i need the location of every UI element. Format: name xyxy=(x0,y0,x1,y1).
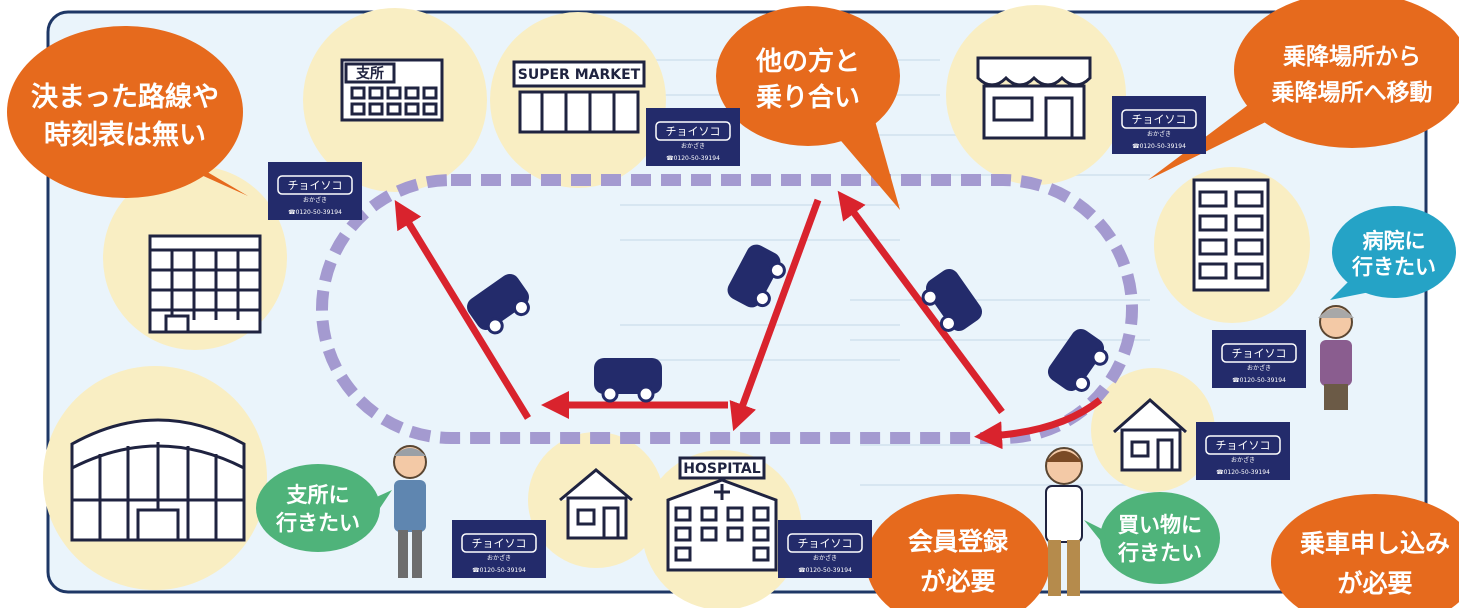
stop-card-7-brand: チョイソコ xyxy=(798,537,853,550)
van-icon-2 xyxy=(594,358,662,403)
stop-card-5: チョイソコ おかざき ☎0120-50-39194 xyxy=(1196,422,1290,480)
callout-share-ride-line1: 他の方と xyxy=(755,46,860,77)
stop-card-3-phone: ☎0120-50-39194 xyxy=(1132,143,1186,150)
house-icon-bottom xyxy=(559,468,633,540)
young-man-figure xyxy=(1045,447,1083,596)
hospital-building-icon xyxy=(666,456,778,572)
branch-office-building-icon xyxy=(340,58,444,122)
callout-stop-line1: 乗降場所から xyxy=(1283,44,1421,70)
route-loop xyxy=(316,174,1138,444)
stop-card-7-phone: ☎0120-50-39194 xyxy=(798,567,852,574)
callout-stop-to-stop: 乗降場所から 乗降場所へ移動 xyxy=(1234,0,1459,148)
stop-card-1-sub: おかざき xyxy=(303,196,327,204)
stop-card-3: チョイソコ おかざき ☎0120-50-39194 xyxy=(1112,96,1206,154)
callout-no-route-line1: 決まった路線や xyxy=(31,81,219,113)
stop-card-6-brand: チョイソコ xyxy=(472,537,527,550)
stop-card-4-brand: チョイソコ xyxy=(1232,347,1287,360)
stop-card-2-sub: おかざき xyxy=(681,142,705,150)
house-icon-right xyxy=(1113,397,1187,472)
speech-shopping-line1: 買い物に xyxy=(1118,513,1202,537)
stop-card-5-sub: おかざき xyxy=(1231,456,1255,464)
callout-stop-line2: 乗降場所へ移動 xyxy=(1272,80,1433,106)
office-building-icon xyxy=(148,234,262,334)
callout-membership: 会員登録 が必要 xyxy=(866,494,1050,608)
stop-card-3-brand: チョイソコ xyxy=(1132,113,1187,126)
callout-share-ride: 他の方と 乗り合い xyxy=(716,6,900,146)
speech-branch-line1: 支所に xyxy=(287,483,350,507)
elderly-man-figure xyxy=(393,445,427,578)
supermarket-sign: SUPER MARKET xyxy=(518,67,641,83)
stop-card-1-phone: ☎0120-50-39194 xyxy=(288,209,342,216)
callout-membership-line1: 会員登録 xyxy=(908,527,1009,556)
stop-card-1-brand: チョイソコ xyxy=(288,179,343,192)
stop-card-6-sub: おかざき xyxy=(487,554,511,562)
speech-branch: 支所に 行きたい xyxy=(256,464,392,552)
stop-card-4: チョイソコ おかざき ☎0120-50-39194 xyxy=(1212,330,1306,388)
callout-membership-line2: が必要 xyxy=(920,567,995,596)
branch-office-sign: 支所 xyxy=(355,65,384,82)
speech-hospital: 病院に 行きたい xyxy=(1330,206,1456,300)
civic-hall-building-icon xyxy=(70,418,246,542)
stop-card-7-sub: おかざき xyxy=(813,554,837,562)
route-arrows xyxy=(394,190,1103,450)
van-icon-4 xyxy=(921,269,983,332)
speech-hospital-line2: 行きたい xyxy=(1351,255,1436,279)
supermarket-building-icon xyxy=(512,60,646,134)
elderly-woman-figure xyxy=(1318,305,1354,410)
speech-branch-line2: 行きたい xyxy=(275,511,360,535)
stop-card-2: チョイソコ おかざき ☎0120-50-39194 xyxy=(646,108,740,166)
callout-no-route-line2: 時刻表は無い xyxy=(44,119,206,151)
van-icon-1 xyxy=(467,273,530,335)
speech-hospital-line1: 病院に xyxy=(1363,229,1426,253)
apartment-building-icon xyxy=(1192,178,1270,292)
stop-card-1: チョイソコ おかざき ☎0120-50-39194 xyxy=(268,162,362,220)
stop-card-3-sub: おかざき xyxy=(1147,130,1171,138)
stop-card-5-phone: ☎0120-50-39194 xyxy=(1216,469,1270,476)
stop-card-2-phone: ☎0120-50-39194 xyxy=(666,155,720,162)
van-icon-3 xyxy=(727,244,786,308)
callout-reservation-line1: 乗車申し込み xyxy=(1300,529,1450,558)
speech-shopping-line2: 行きたい xyxy=(1117,541,1202,565)
shop-building-icon xyxy=(976,56,1092,140)
stop-card-7: チョイソコ おかざき ☎0120-50-39194 xyxy=(778,520,872,578)
callout-share-ride-line2: 乗り合い xyxy=(756,82,860,113)
callout-no-route: 決まった路線や 時刻表は無い xyxy=(7,26,243,198)
stop-card-2-brand: チョイソコ xyxy=(666,125,721,138)
stop-card-5-brand: チョイソコ xyxy=(1216,439,1271,452)
stop-card-4-sub: おかざき xyxy=(1247,364,1271,372)
van-icons xyxy=(467,244,1109,403)
stop-card-6-phone: ☎0120-50-39194 xyxy=(472,567,526,574)
hospital-sign: HOSPITAL xyxy=(683,461,760,477)
stop-card-4-phone: ☎0120-50-39194 xyxy=(1232,377,1286,384)
callout-reservation-line2: が必要 xyxy=(1337,569,1412,598)
stop-card-6: チョイソコ おかざき ☎0120-50-39194 xyxy=(452,520,546,578)
callout-reservation: 乗車申し込み が必要 xyxy=(1271,494,1459,608)
van-icon-5 xyxy=(1047,329,1109,392)
speech-shopping: 買い物に 行きたい xyxy=(1084,492,1220,584)
